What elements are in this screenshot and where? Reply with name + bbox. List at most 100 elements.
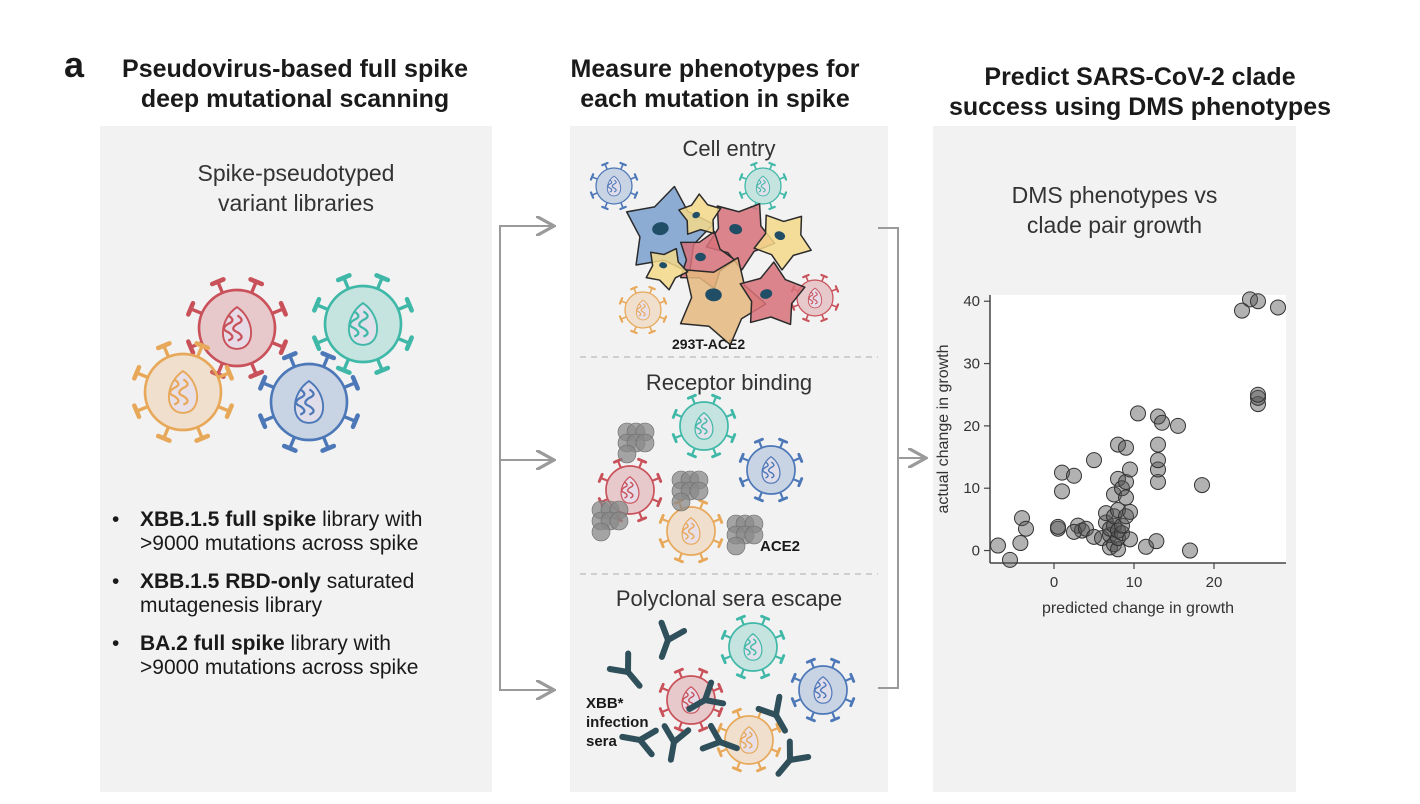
data-point (1110, 436, 1126, 453)
list-item: • BA.2 full spike library with >9000 mut… (112, 632, 492, 680)
right-subtitle-line2: clade pair growth (1026, 212, 1203, 238)
y-tick-label: 30 (963, 356, 980, 373)
plot-area (990, 295, 1286, 563)
ace2-label: ACE2 (760, 538, 801, 555)
ace2-protein-icon (726, 514, 764, 556)
virion-icon (790, 657, 856, 723)
antibody-icon (699, 722, 740, 752)
data-point (1150, 473, 1166, 490)
data-point (1066, 523, 1082, 540)
data-point (1154, 414, 1170, 431)
virion-icon (589, 161, 639, 211)
x-tick-label: 10 (1126, 574, 1143, 591)
cell-icon (679, 256, 767, 346)
bullet-text: library with (316, 508, 423, 531)
bullet-bold: XBB.1.5 RBD-only (140, 570, 321, 593)
data-point (1250, 386, 1266, 403)
right-subtitle-line1: DMS phenotypes vs (1011, 182, 1218, 208)
data-point (1054, 464, 1070, 481)
virion-icon (258, 351, 360, 453)
data-point (1122, 461, 1138, 478)
sera-label: XBB* infection sera (586, 694, 649, 751)
data-point (1118, 439, 1134, 456)
y-tick-label: 20 (963, 418, 980, 435)
ace2-layer (591, 422, 764, 556)
data-point (1066, 467, 1082, 484)
y-axis-label: actual change in growth (935, 345, 952, 514)
antibody-icon (661, 723, 692, 763)
cell-icon (753, 214, 812, 271)
virion-layer (132, 161, 856, 773)
ace2-protein-icon (671, 470, 709, 512)
virion-icon (658, 498, 724, 564)
cell-icon (705, 203, 776, 271)
antibody-icon (775, 738, 812, 777)
bullet-icon: • (112, 508, 120, 531)
cell-icon (645, 247, 689, 291)
virion-icon (132, 341, 234, 443)
virion-icon (597, 457, 663, 523)
column-title-right-line1: Predict SARS-CoV-2 clade (984, 63, 1296, 91)
virion-icon (618, 285, 668, 335)
column-title-right-line2: success using DMS phenotypes (948, 93, 1332, 121)
cell-layer (625, 185, 812, 346)
data-point (1118, 489, 1134, 506)
data-point (1150, 436, 1166, 453)
data-point (1114, 517, 1130, 534)
sera-label-line3: sera (586, 733, 617, 750)
column-title-left-line1: Pseudovirus-based full spike (122, 55, 468, 83)
antibody-icon (755, 693, 788, 734)
virion-icon (716, 707, 782, 773)
data-point (1002, 551, 1018, 568)
y-tick-label: 0 (972, 543, 980, 560)
bullet-text: saturated (320, 570, 415, 593)
cell-icon (678, 193, 722, 235)
data-point (1194, 477, 1210, 494)
data-point (1018, 520, 1034, 537)
bullet-icon: • (112, 632, 120, 655)
data-point (990, 537, 1006, 554)
data-point (1054, 483, 1070, 500)
left-panel (100, 126, 492, 792)
data-point (1012, 535, 1029, 552)
data-point (1106, 486, 1122, 503)
data-point (1118, 473, 1134, 490)
antibody-icon (606, 650, 643, 689)
data-point (1110, 470, 1126, 487)
data-point (1086, 528, 1102, 545)
antibody-layer (606, 619, 812, 777)
data-point (1110, 541, 1126, 558)
data-point (1182, 542, 1198, 559)
column-title-left: Pseudovirus-based full spike deep mutati… (100, 54, 490, 114)
virion-icon (186, 277, 288, 379)
column-title-right: Predict SARS-CoV-2 clade success using D… (925, 62, 1355, 122)
x-tick-label: 20 (1206, 574, 1223, 591)
virion-icon (738, 161, 788, 211)
antibody-icon (658, 619, 688, 660)
bullet-bold: XBB.1.5 full spike (140, 508, 317, 531)
data-point (1234, 302, 1250, 319)
data-point (1098, 505, 1114, 522)
ace2-protein-icon (591, 500, 629, 542)
data-point (1130, 405, 1146, 422)
bullet-text: mutagenesis library (140, 594, 323, 617)
bullet-text: >9000 mutations across spike (140, 532, 419, 555)
sera-escape-title: Polyclonal sera escape (615, 586, 843, 611)
data-point (1150, 452, 1166, 469)
virion-icon (671, 393, 737, 459)
data-point (1078, 520, 1094, 537)
bullet-text: >9000 mutations across spike (140, 656, 419, 679)
sera-label-line1: XBB* (586, 695, 624, 712)
arrow-bracket (499, 225, 552, 691)
virion-icon (738, 437, 804, 503)
left-subtitle-line1: Spike-pseudotyped (197, 160, 395, 186)
bullet-text: library with (284, 632, 391, 655)
data-point (1122, 503, 1138, 520)
y-tick-label: 10 (963, 480, 980, 497)
sera-label-line2: infection (586, 714, 649, 731)
data-point (1270, 299, 1286, 316)
right-panel-subtitle: DMS phenotypes vs clade pair growth (933, 180, 1296, 240)
